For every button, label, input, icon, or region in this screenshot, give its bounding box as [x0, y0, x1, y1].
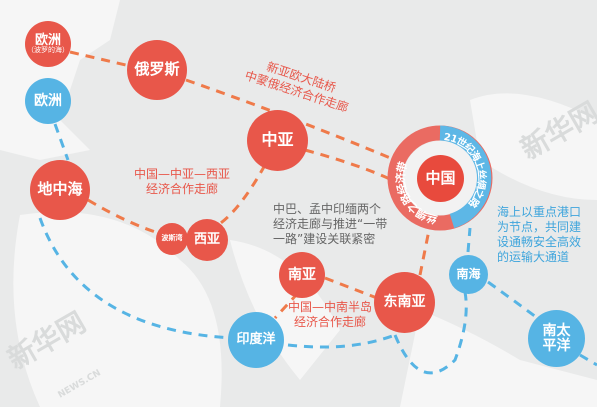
node-label: 中亚	[261, 130, 294, 150]
node-south-pacific[interactable]: 南太 平洋	[528, 310, 585, 367]
node-label: 欧洲	[34, 32, 61, 48]
node-russia[interactable]: 俄罗斯	[127, 40, 187, 100]
node-label: 南亚	[288, 266, 316, 283]
note-central-west-asia: 中国—中亚—西亚 经济合作走廊	[134, 167, 230, 197]
node-china[interactable]: 中国	[417, 155, 464, 202]
node-label: 中国	[425, 168, 456, 187]
node-west-asia[interactable]: 西亚	[186, 219, 228, 261]
node-label: 俄罗斯	[134, 60, 180, 79]
node-south-china-sea[interactable]: 南海	[449, 255, 488, 294]
note-line: 中国—中亚—西亚	[134, 167, 231, 181]
belt-and-road-map: 丝绸之路经济带 21世纪海上丝绸之路 新华网 新华网 NEWS.CN 欧洲 （波…	[0, 0, 597, 407]
node-label: 西亚	[193, 232, 220, 248]
node-persian-gulf[interactable]: 波斯湾	[156, 223, 188, 255]
node-label: 东南亚	[383, 294, 426, 311]
note-line: 设通畅安全高效	[497, 235, 582, 249]
note-line: 一路”建设关联紧密	[273, 232, 376, 246]
map-routes: 丝绸之路经济带 21世纪海上丝绸之路 新华网 新华网 NEWS.CN	[0, 0, 597, 407]
node-europe-baltic[interactable]: 欧洲 （波罗的海）	[25, 21, 71, 67]
node-label: 波斯湾	[161, 234, 183, 243]
node-central-asia[interactable]: 中亚	[247, 110, 308, 171]
node-label: 欧洲	[34, 92, 62, 109]
note-line: 的运输大通道	[497, 250, 570, 264]
note-line: 为节点，共同建	[497, 220, 582, 234]
note-pakistan-bcim: 中巴、孟中印缅两个 经济走廊与推进“一带 一路”建设关联紧密	[273, 202, 387, 247]
node-label: 南海	[456, 267, 481, 282]
node-label: 平洋	[542, 337, 571, 354]
node-europe-sea[interactable]: 欧洲	[25, 78, 71, 124]
land-masses	[0, 0, 597, 407]
maritime-routes	[38, 123, 597, 375]
maritime-road-ring	[439, 125, 492, 229]
node-label: 南太	[542, 322, 571, 339]
node-south-asia[interactable]: 南亚	[279, 252, 325, 298]
node-sublabel: （波罗的海）	[27, 46, 69, 55]
node-label: 地中海	[37, 180, 83, 199]
node-indian-ocean[interactable]: 印度洋	[228, 312, 284, 368]
note-indochina: 中国—中南半岛 经济合作走廊	[288, 300, 372, 330]
note-line: 经济合作走廊	[294, 315, 367, 329]
note-line: 经济走廊与推进“一带	[273, 217, 388, 231]
note-line: 海上以重点港口	[497, 205, 582, 219]
node-label: 印度洋	[236, 332, 276, 348]
node-mediterranean[interactable]: 地中海	[30, 160, 90, 220]
node-southeast-asia[interactable]: 东南亚	[374, 272, 435, 333]
note-line: 中国—中南半岛	[288, 300, 373, 314]
note-line: 经济合作走廊	[146, 182, 219, 196]
note-maritime: 海上以重点港口 为节点，共同建 设通畅安全高效 的运输大通道	[497, 205, 581, 265]
note-line: 中巴、孟中印缅两个	[273, 202, 382, 216]
